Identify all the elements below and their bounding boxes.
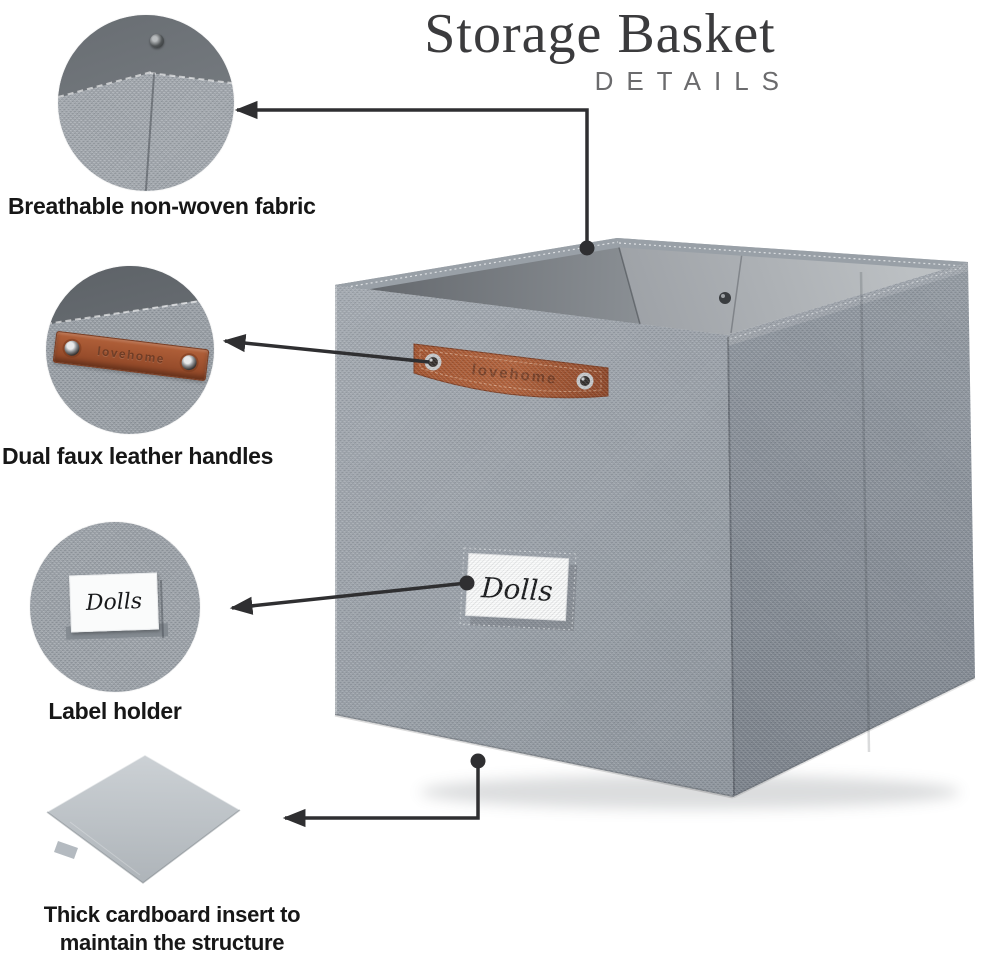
- cardboard-tab: [54, 841, 78, 859]
- connector-dot-cardboard: [470, 753, 486, 769]
- caption-handles: Dual faux leather handles: [2, 443, 274, 469]
- detail-circle-fabric: [58, 15, 234, 191]
- caption-cardboard: Thick cardboard insert to maintain the s…: [30, 901, 314, 957]
- handle-rivet-left: [424, 353, 442, 371]
- basket-ground-shadow: [420, 775, 960, 809]
- faux-leather-handle: lovehome: [413, 343, 609, 399]
- detail-circle-handle: lovehome: [46, 266, 214, 434]
- caption-label-holder: Label holder: [48, 698, 182, 724]
- handle-embossed-text: lovehome: [96, 343, 166, 367]
- page-subtitle: DETAILS: [594, 66, 792, 97]
- basket-label-holder: Dolls: [459, 547, 578, 632]
- connector-label-holder: [229, 581, 468, 615]
- right-face-seam: [859, 271, 871, 753]
- storage-basket: lovehome Dolls: [334, 238, 976, 799]
- title-block: Storage Basket DETAILS: [380, 4, 820, 97]
- detail-circle-label-holder: Dolls: [30, 522, 200, 692]
- connector-dot-fabric: [579, 240, 595, 256]
- connector-dot-label: [459, 575, 475, 591]
- rim-back: [614, 238, 968, 271]
- connector-fabric: [234, 100, 589, 248]
- caption-fabric: Breathable non-woven fabric: [8, 193, 316, 219]
- cardboard-insert: [46, 754, 241, 884]
- page-title: Storage Basket: [424, 3, 776, 65]
- fabric-corner-seam: [144, 73, 156, 191]
- inner-snap-button-icon: [719, 292, 731, 304]
- connector-cardboard: [282, 761, 480, 828]
- label-card-text: Dolls: [85, 589, 143, 616]
- basket-label-text: Dolls: [479, 571, 553, 608]
- front-right-corner-seam: [727, 336, 735, 796]
- caption-cardboard-line1: Thick cardboard insert to: [43, 902, 301, 927]
- label-card-closeup: Dolls: [69, 572, 159, 633]
- rim-left: [335, 238, 622, 294]
- basket-front-face: [335, 285, 733, 797]
- handle-rivet-right: [576, 372, 594, 390]
- connector-handles: [222, 334, 430, 364]
- basket-interior-left-wall: [335, 240, 640, 324]
- handle-strap-closeup: lovehome: [52, 330, 210, 382]
- snap-button-icon: [150, 34, 164, 48]
- caption-cardboard-line2: maintain the structure: [59, 930, 285, 955]
- basket-right-face: [727, 262, 975, 797]
